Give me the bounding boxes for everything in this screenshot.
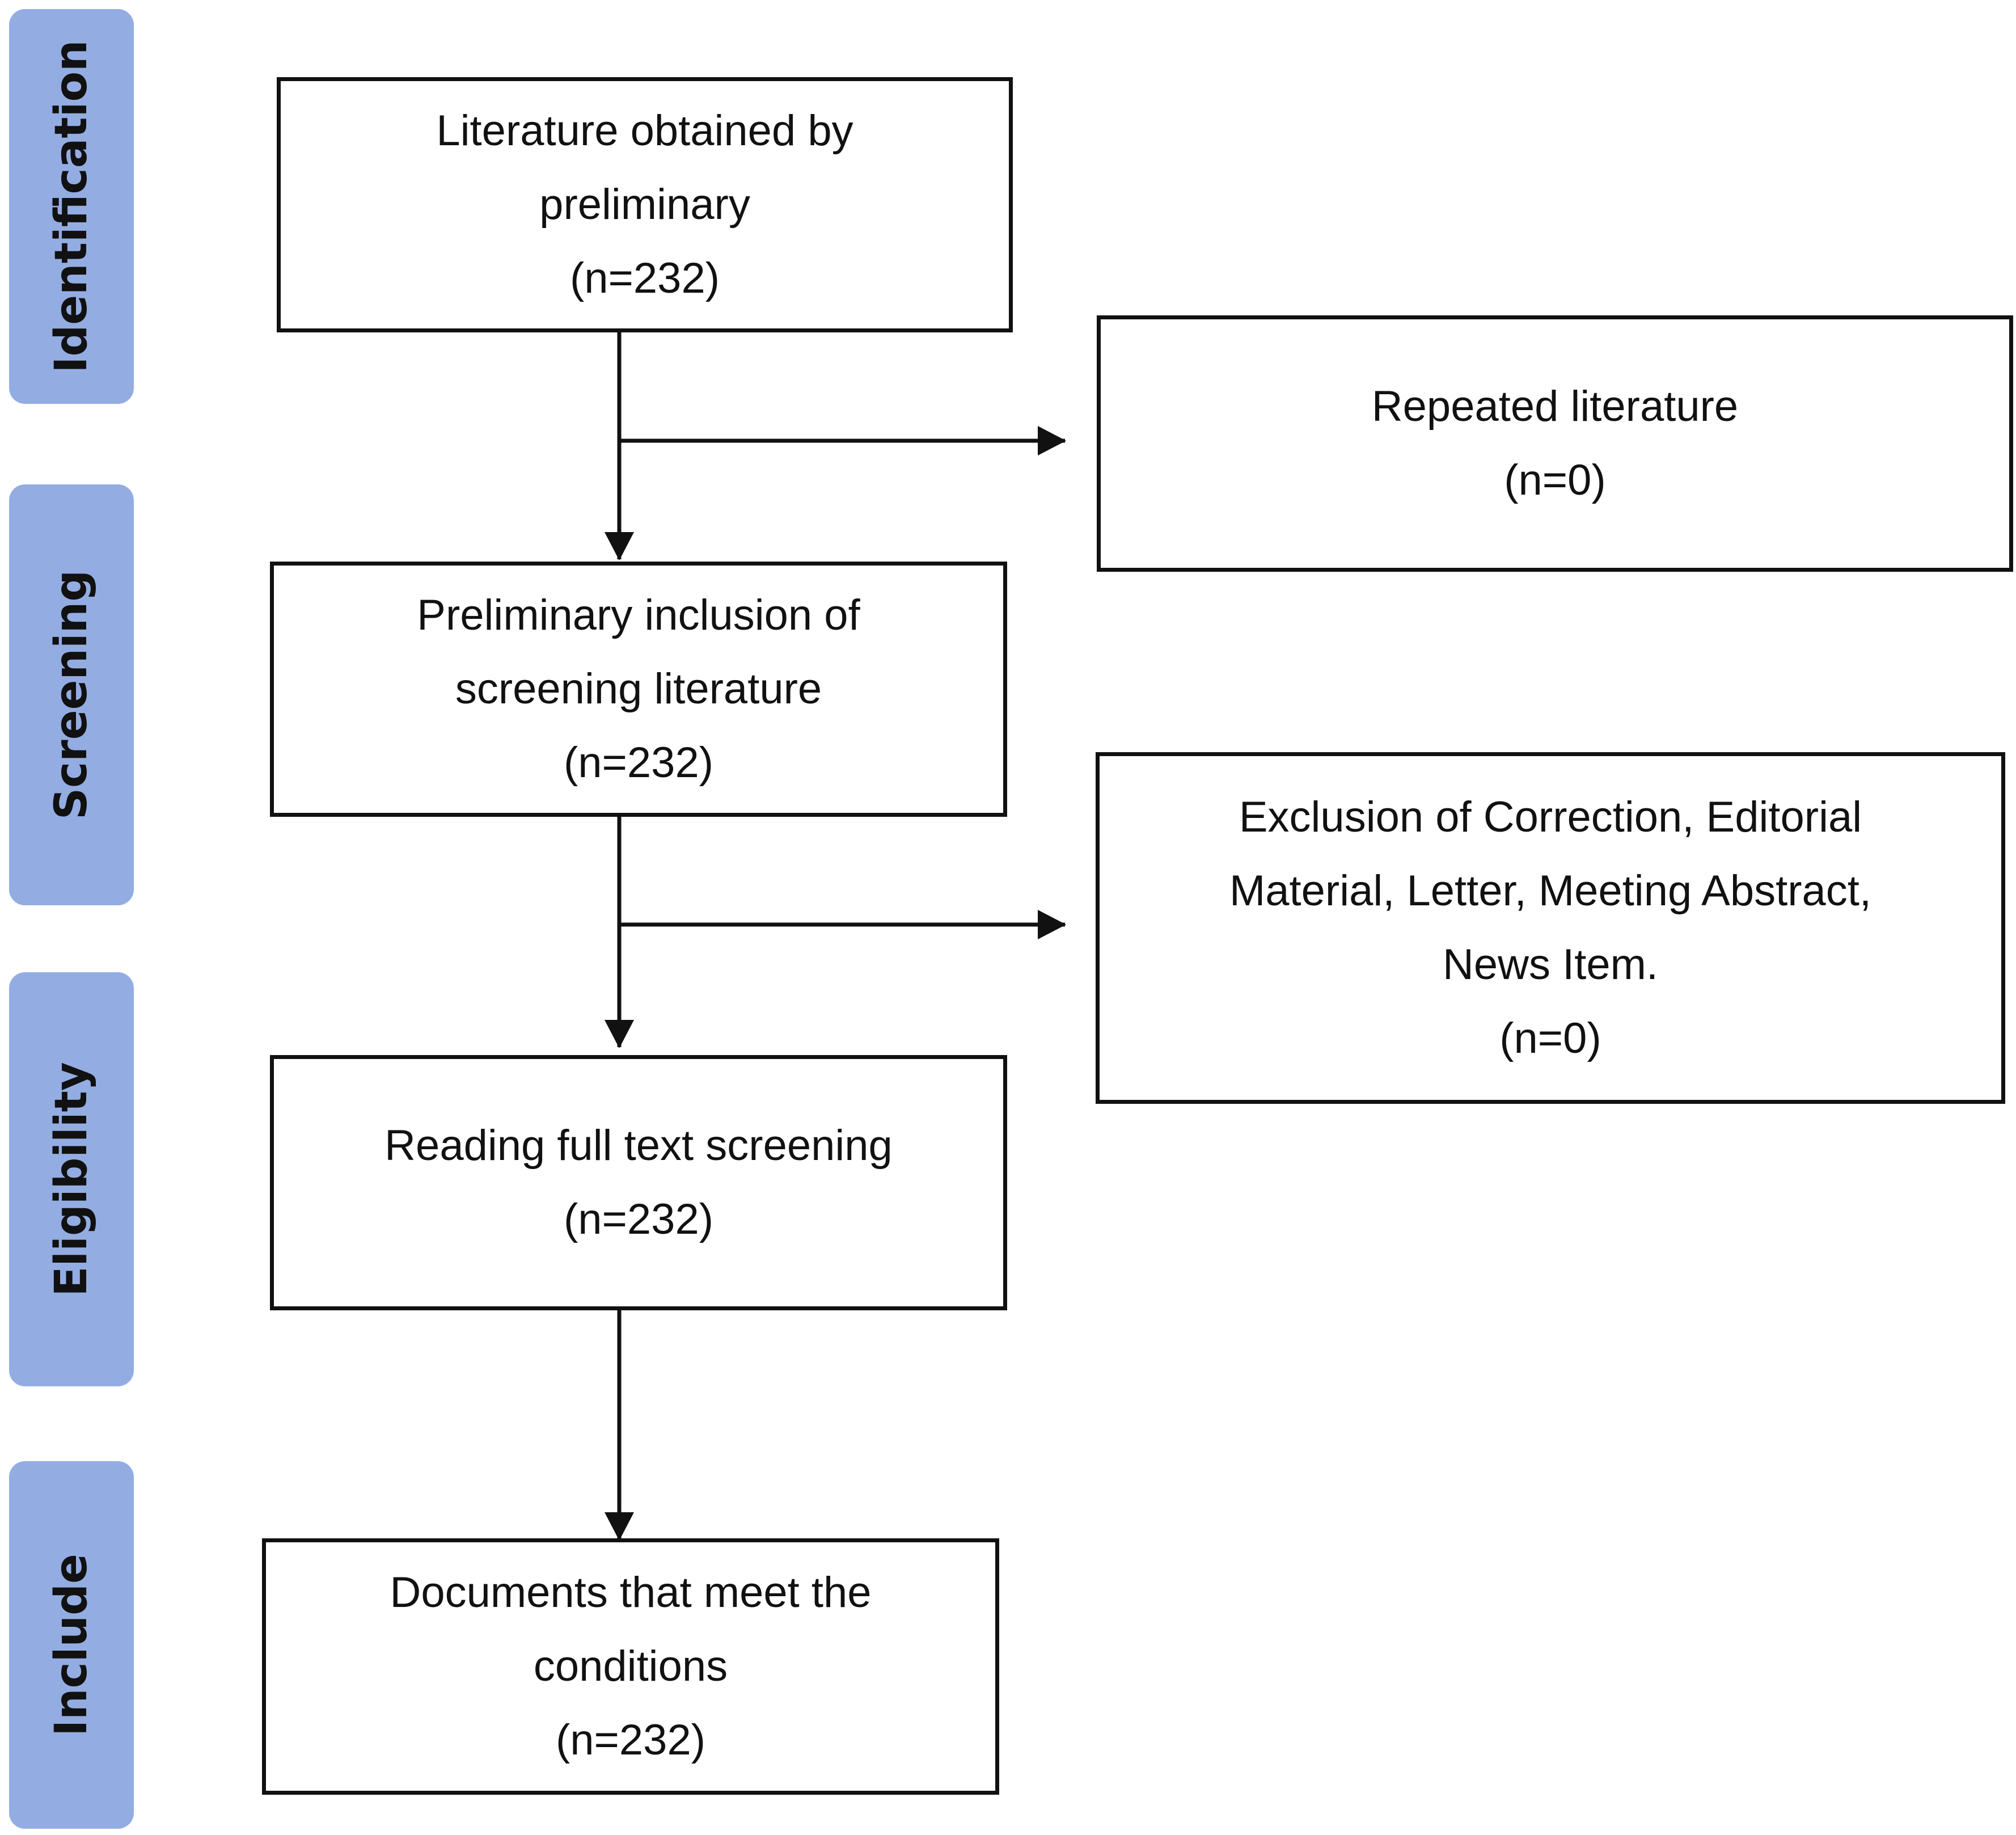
box-text-line: News Item. bbox=[1442, 940, 1659, 989]
box-text-line: Repeated literature bbox=[1371, 382, 1739, 431]
box-repeated-literature: Repeated literature (n=0) bbox=[1097, 315, 2013, 572]
phase-include: Include bbox=[9, 1461, 134, 1829]
phase-identification: Identification bbox=[9, 9, 134, 404]
box-count: (n=0) bbox=[1504, 456, 1606, 504]
box-full-text-screening: Reading full text screening (n=232) bbox=[270, 1055, 1007, 1310]
box-text-line: Literature obtained by bbox=[436, 107, 853, 155]
box-count: (n=0) bbox=[1499, 1014, 1601, 1062]
box-text-line: Documents that meet the bbox=[390, 1568, 872, 1617]
box-literature-obtained: Literature obtained by preliminary (n=23… bbox=[277, 77, 1013, 332]
box-count: (n=232) bbox=[563, 739, 714, 787]
box-preliminary-inclusion: Preliminary inclusion of screening liter… bbox=[270, 562, 1007, 817]
box-text-line: Preliminary inclusion of bbox=[417, 591, 860, 639]
phase-eligibility: Eligibility bbox=[9, 972, 134, 1386]
box-text-line: conditions bbox=[533, 1642, 728, 1690]
box-documents-included: Documents that meet the conditions (n=23… bbox=[262, 1538, 999, 1795]
box-count: (n=232) bbox=[555, 1716, 706, 1764]
box-text-line: screening literature bbox=[455, 665, 822, 713]
box-text-line: Material, Letter, Meeting Abstract, bbox=[1229, 867, 1872, 915]
box-exclusion-types: Exclusion of Correction, Editorial Mater… bbox=[1096, 752, 2005, 1104]
box-text-line: preliminary bbox=[539, 180, 750, 229]
box-count: (n=232) bbox=[563, 1195, 714, 1243]
box-text-line: Exclusion of Correction, Editorial bbox=[1239, 793, 1862, 841]
box-count: (n=232) bbox=[569, 254, 720, 302]
phase-screening: Screening bbox=[9, 484, 134, 905]
box-text-line: Reading full text screening bbox=[384, 1121, 893, 1170]
